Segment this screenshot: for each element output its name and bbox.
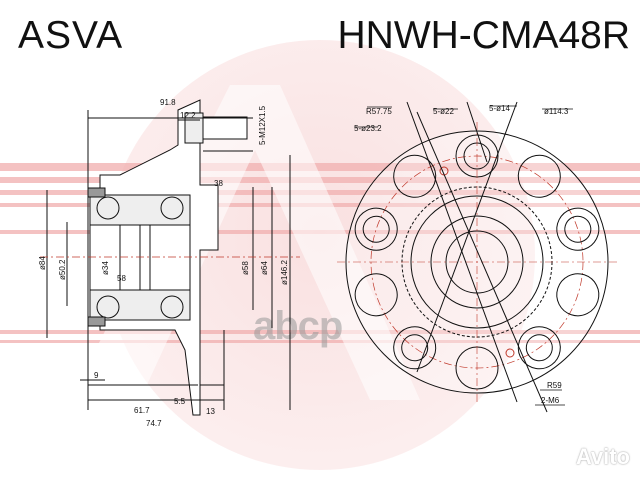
- label-r59: R59: [547, 381, 562, 390]
- dim-total-length: 74.7: [146, 419, 162, 428]
- abcp-watermark: abcp: [253, 304, 343, 348]
- dim-flange-dia: ø146.2: [280, 260, 289, 285]
- dim-overall-length: 91.8: [160, 98, 176, 107]
- label-stud-holes: 5-ø14: [489, 104, 510, 113]
- brand-name: ASVA: [18, 14, 124, 57]
- avito-watermark: Avito: [575, 444, 630, 469]
- dim-pilot-length: 13: [206, 407, 215, 416]
- dim-flange-thickness: 12.2: [180, 111, 196, 120]
- dim-bore-dia: ø50.2: [58, 259, 67, 280]
- dim-flange-gap: 5.5: [174, 397, 186, 406]
- dim-hub-dia: ø64: [260, 261, 269, 275]
- label-screw-holes: 2-M6: [541, 396, 560, 405]
- dim-outer-dia: ø84: [38, 256, 47, 270]
- label-pcd: ø114.3: [544, 107, 569, 116]
- dim-pilot-dia: ø58: [241, 261, 250, 275]
- dim-bearing-width: 58: [117, 274, 126, 283]
- dim-seal-offset: 9: [94, 371, 99, 380]
- dim-stud-length: 38: [214, 179, 223, 188]
- dim-hub-length: 61.7: [134, 406, 150, 415]
- part-number: HNWH-CMA48R: [337, 14, 631, 57]
- label-hole-count-22: 5-ø22: [433, 107, 454, 116]
- label-lightening-holes: 5-ø23.2: [354, 124, 382, 133]
- label-radius-outer: R57.75: [366, 107, 392, 116]
- dim-stud-spec: 5-M12X1.5: [258, 105, 267, 145]
- dim-inner-dia: ø34: [101, 261, 110, 275]
